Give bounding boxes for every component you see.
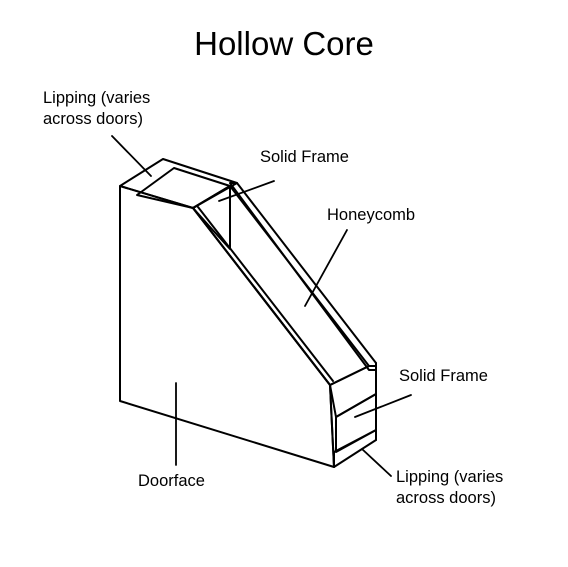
labels: Lipping (varies across doors) Solid Fram… <box>43 89 508 507</box>
label-honeycomb: Honeycomb <box>327 206 415 224</box>
bottom-solid-frame-top <box>329 365 377 418</box>
leader-solid-frame-bottom <box>354 394 412 418</box>
face-edge-line-inner <box>197 206 334 382</box>
bottom-lipping <box>333 429 377 468</box>
leader-lipping-top <box>111 135 152 177</box>
label-lipping-bottom: Lipping (varies across doors) <box>396 468 508 507</box>
door-cross-section <box>119 158 377 468</box>
label-lipping-top: Lipping (varies across doors) <box>43 89 155 128</box>
leader-solid-frame-top <box>218 180 275 202</box>
door-face <box>119 185 335 468</box>
label-doorface: Doorface <box>138 472 205 490</box>
end-front-edge <box>329 384 335 468</box>
label-solid-frame-top: Solid Frame <box>260 148 349 166</box>
top-solid-frame <box>136 167 231 209</box>
diagram-title: Hollow Core <box>194 25 374 62</box>
label-lipping-top-line2: across doors) <box>43 110 143 128</box>
leader-honeycomb <box>304 229 348 307</box>
label-solid-frame-bottom: Solid Frame <box>399 367 488 385</box>
label-lipping-top-line1: Lipping (varies <box>43 89 150 107</box>
leader-lipping-bottom <box>361 448 392 477</box>
label-lipping-bottom-line1: Lipping (varies <box>396 468 503 486</box>
face-edge-line <box>192 207 331 386</box>
label-lipping-bottom-line2: across doors) <box>396 489 496 507</box>
leader-lines <box>111 135 412 477</box>
